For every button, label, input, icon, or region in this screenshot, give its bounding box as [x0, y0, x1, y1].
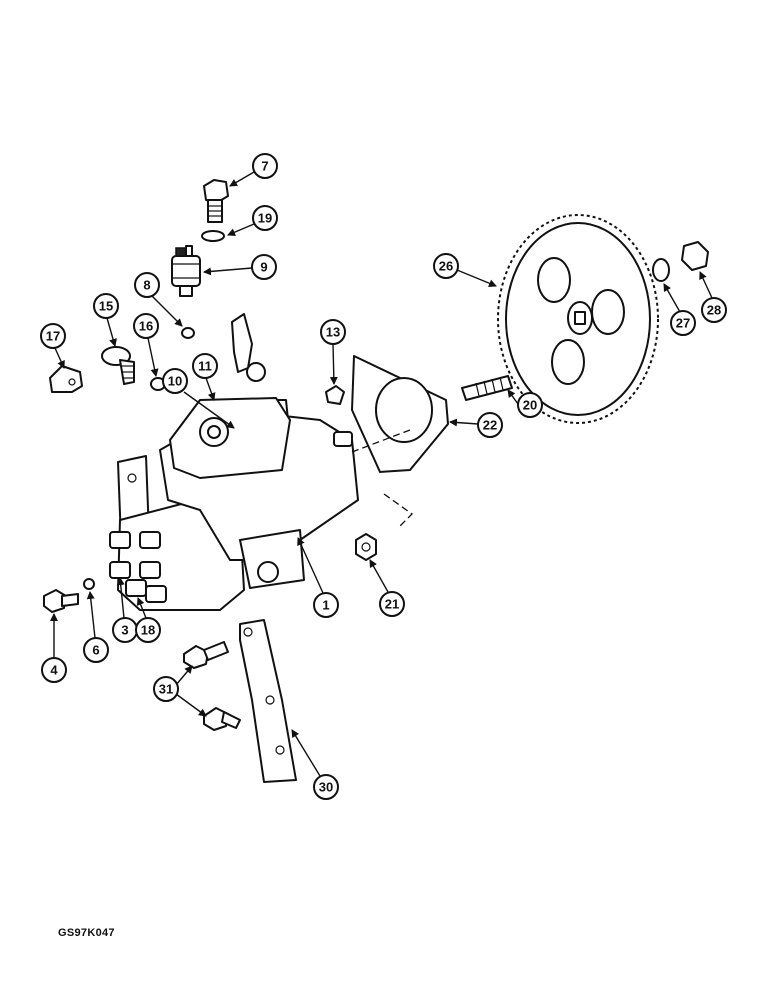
- callout-13: 13: [320, 319, 346, 385]
- callout-9: 9: [203, 254, 277, 280]
- callout-26: 26: [433, 253, 497, 288]
- banjo-bolt-part: [203, 179, 229, 223]
- callout-10: 10: [162, 368, 235, 429]
- svg-text:3: 3: [121, 623, 128, 638]
- callout-1: 1: [297, 537, 339, 618]
- svg-text:16: 16: [139, 319, 153, 334]
- callout-8: 8: [134, 272, 183, 327]
- svg-text:15: 15: [99, 299, 113, 314]
- svg-text:10: 10: [168, 374, 182, 389]
- gasket-part: [351, 355, 449, 473]
- callout-18: 18: [135, 597, 161, 643]
- hex-bolt-part: [43, 589, 79, 613]
- svg-text:1: 1: [322, 598, 329, 613]
- callout-31: 31: [153, 665, 207, 717]
- callout-6: 6: [83, 591, 109, 663]
- callout-15: 15: [93, 293, 119, 347]
- svg-text:28: 28: [707, 303, 721, 318]
- bracket-bolt-upper-part: [183, 641, 229, 669]
- callout-27: 27: [663, 283, 696, 336]
- hex-nut-part: [355, 533, 377, 561]
- injection-pump-part: [109, 397, 359, 611]
- lock-plate-part: [49, 365, 83, 393]
- svg-text:11: 11: [198, 359, 212, 374]
- callout-16: 16: [133, 313, 159, 377]
- callout-19: 19: [227, 205, 278, 236]
- woodruff-key-part: [325, 385, 345, 405]
- svg-text:22: 22: [483, 418, 497, 433]
- svg-text:20: 20: [523, 398, 537, 413]
- svg-text:30: 30: [319, 780, 333, 795]
- split-washer-part: [652, 258, 670, 282]
- callout-7: 7: [229, 153, 278, 187]
- svg-text:19: 19: [258, 211, 272, 226]
- callout-20: 20: [507, 389, 543, 418]
- callout-11: 11: [192, 353, 218, 401]
- gear-nut-part: [681, 241, 709, 271]
- drive-gear-part: [497, 214, 659, 424]
- svg-text:26: 26: [439, 259, 453, 274]
- callout-28: 28: [699, 271, 727, 323]
- svg-text:8: 8: [143, 278, 150, 293]
- figure-code: GS97K047: [58, 927, 115, 939]
- screw-part: [101, 346, 135, 385]
- svg-text:21: 21: [385, 597, 399, 612]
- svg-text:18: 18: [141, 623, 155, 638]
- callout-17: 17: [40, 323, 66, 369]
- outlet-fittings: [109, 531, 167, 603]
- svg-text:9: 9: [260, 260, 267, 275]
- svg-text:6: 6: [92, 643, 99, 658]
- svg-text:13: 13: [326, 325, 340, 340]
- o-ring-part: [181, 327, 195, 339]
- callout-21: 21: [369, 559, 405, 617]
- sealing-washer-part: [201, 230, 225, 242]
- support-bracket-part: [239, 619, 297, 783]
- stop-solenoid-part: [171, 245, 201, 297]
- svg-text:27: 27: [676, 316, 690, 331]
- stud-part: [461, 375, 513, 401]
- svg-text:4: 4: [50, 663, 58, 678]
- svg-text:31: 31: [159, 682, 173, 697]
- bracket-bolt-lower-part: [203, 707, 241, 731]
- callout-30: 30: [291, 729, 339, 800]
- svg-text:7: 7: [261, 159, 268, 174]
- callout-4: 4: [41, 613, 67, 683]
- svg-text:17: 17: [46, 329, 60, 344]
- lock-washer-part: [83, 578, 95, 590]
- callout-22: 22: [449, 412, 503, 438]
